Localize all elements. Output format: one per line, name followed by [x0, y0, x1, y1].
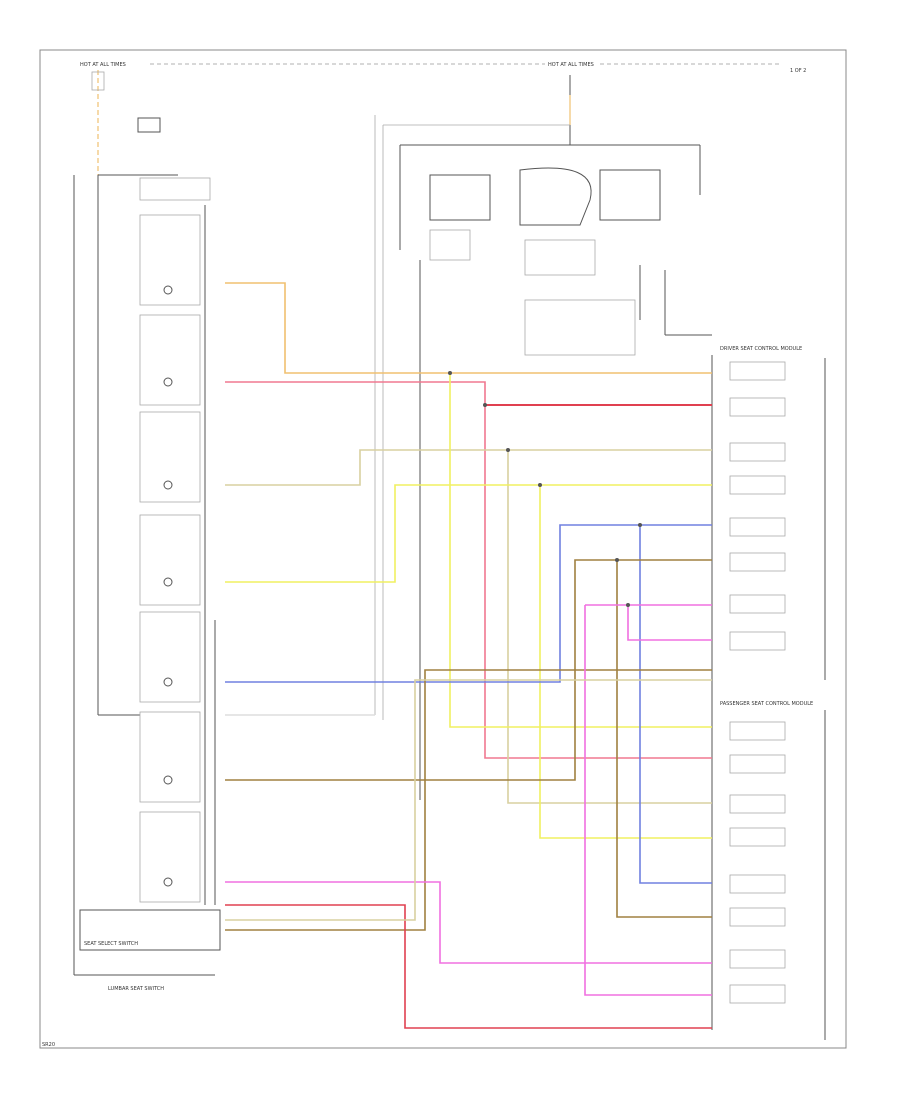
power-label-right: HOT AT ALL TIMES — [548, 62, 594, 68]
passenger-module-label: PASSENGER SEAT CONTROL MODULE — [720, 701, 813, 707]
lumbar-seat-switch: SEAT SELECT SWITCH LUMBAR SEAT SWITCH — [79, 177, 221, 992]
left-power-feed — [73, 70, 215, 976]
passenger-seat-control-module: PASSENGER SEAT CONTROL MODULE — [720, 701, 826, 1040]
center-relay-block — [374, 75, 712, 800]
power-label-left: HOT AT ALL TIMES — [80, 62, 126, 68]
junctions — [448, 371, 642, 607]
lumbar-switch-label: LUMBAR SEAT SWITCH — [108, 986, 164, 992]
diagram-frame — [39, 49, 847, 1049]
driver-seat-control-module: DRIVER SEAT CONTROL MODULE — [711, 346, 826, 1030]
diagram-code: SR20 — [42, 1042, 55, 1048]
wire-harness — [225, 282, 712, 1029]
page-indicator: 1 OF 2 — [790, 68, 806, 74]
driver-module-label: DRIVER SEAT CONTROL MODULE — [720, 346, 802, 352]
seat-select-switch-label: SEAT SELECT SWITCH — [84, 941, 138, 947]
